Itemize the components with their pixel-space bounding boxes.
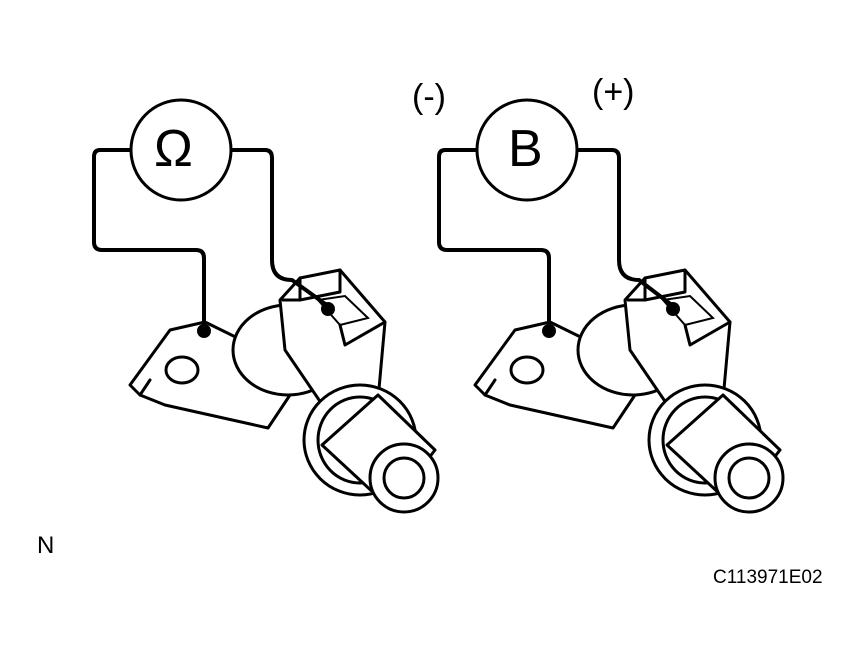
ohmmeter-icon: Ω [154, 120, 193, 178]
terminal-right-connector [666, 302, 680, 316]
lead-right-negative [437, 148, 551, 332]
lead-right-positive [575, 148, 675, 308]
terminal-right-body [542, 324, 556, 338]
ohmmeter-circle [129, 98, 233, 202]
lead-left-negative [92, 148, 206, 332]
solenoid-right [473, 268, 785, 514]
figure-code: C113971E02 [713, 567, 823, 588]
battery-icon: B [508, 120, 543, 178]
solenoid-left [128, 268, 440, 514]
corner-label: N [37, 532, 55, 559]
terminal-left-body [197, 324, 211, 338]
lead-left-positive [229, 148, 330, 308]
battery-circle [475, 98, 579, 202]
terminal-left-connector [321, 302, 335, 316]
positive-label: (+) [592, 73, 635, 111]
negative-label: (-) [412, 78, 446, 116]
